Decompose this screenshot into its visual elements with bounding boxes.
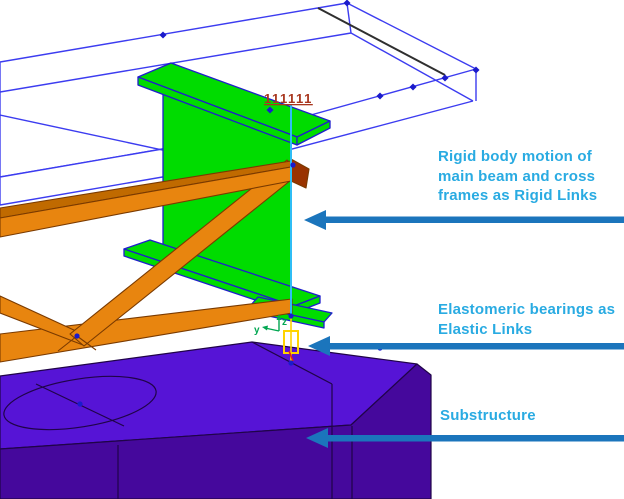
axis-triad [262, 314, 282, 332]
elastic-link-symbol: z y [254, 314, 299, 362]
substructure-pier-cap [0, 341, 432, 499]
leader-arrows [304, 210, 624, 448]
substructure-arrow [306, 428, 624, 448]
annotation-line: Elastic Links [438, 320, 533, 338]
deck-diagonal-line [317, 7, 446, 76]
girder-top-flange [137, 62, 331, 146]
support-dof-label: 111111 [264, 91, 313, 106]
annotation-line: main beam and cross [438, 167, 596, 185]
cross-frame [0, 158, 310, 363]
axis-z-label: z [282, 317, 287, 328]
annotation-line: Elastomeric bearings as [438, 301, 616, 318]
annotation-line: Substructure [440, 407, 536, 424]
annotation-elastic-links: Elastomeric bearings as Elastic Links [438, 300, 615, 339]
axis-x-tick [288, 350, 294, 362]
annotation-line: Rigid body motion of [438, 148, 592, 165]
annotation-rigid-links: Rigid body motion of main beam and cross… [438, 147, 597, 206]
axis-y-label: y [254, 325, 260, 336]
rigid-links-arrow [304, 210, 624, 230]
annotation-line: frames as Rigid Links [438, 187, 598, 204]
annotation-substructure: Substructure [440, 406, 536, 426]
elastic-links-arrow [308, 336, 624, 356]
